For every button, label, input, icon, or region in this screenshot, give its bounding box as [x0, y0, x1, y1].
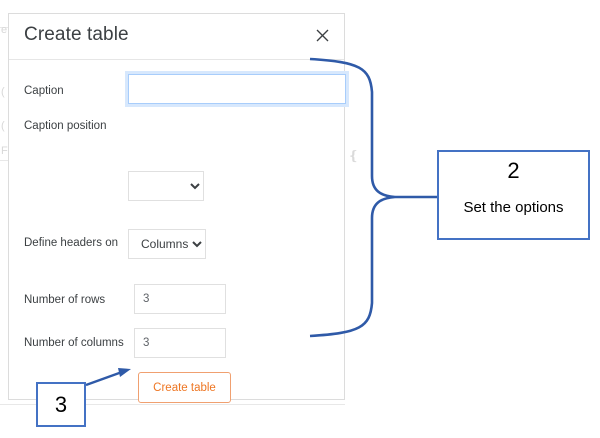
- background-ghost-icon: ❴: [348, 148, 359, 163]
- background-rule: [0, 27, 8, 28]
- label-number-of-rows: Number of rows: [24, 294, 106, 306]
- number-of-rows-input[interactable]: [134, 284, 226, 314]
- callout-2-text: Set the options: [463, 199, 564, 216]
- callout-2-number: 2: [507, 158, 520, 183]
- callout-3-number: 3: [54, 391, 68, 417]
- dialog-header: Create table: [9, 14, 344, 60]
- background-rule: [0, 160, 8, 161]
- caption-position-select[interactable]: Above Below: [128, 171, 204, 201]
- callout-step-2: 2 Set the options: [437, 150, 590, 240]
- background-rule: [0, 404, 345, 405]
- background-ghost-text: F: [1, 145, 8, 157]
- close-icon[interactable]: [310, 23, 334, 47]
- label-caption: Caption: [24, 85, 64, 97]
- label-number-of-columns: Number of columns: [24, 337, 124, 349]
- page-title: Create table: [24, 24, 129, 45]
- background-ghost-text: (: [1, 120, 5, 132]
- define-headers-select[interactable]: Columns Rows Both None: [128, 229, 206, 259]
- label-caption-position: Caption position: [24, 120, 107, 132]
- label-define-headers-on: Define headers on: [24, 237, 118, 249]
- create-table-button[interactable]: Create table: [138, 372, 231, 403]
- number-of-columns-input[interactable]: [134, 328, 226, 358]
- background-ghost-text: (: [1, 86, 5, 98]
- caption-input[interactable]: [128, 74, 346, 104]
- create-table-dialog: Create table Caption Caption position Ab…: [8, 13, 346, 403]
- background-ghost-text: e: [1, 24, 8, 36]
- callout-step-3: 3: [36, 382, 86, 427]
